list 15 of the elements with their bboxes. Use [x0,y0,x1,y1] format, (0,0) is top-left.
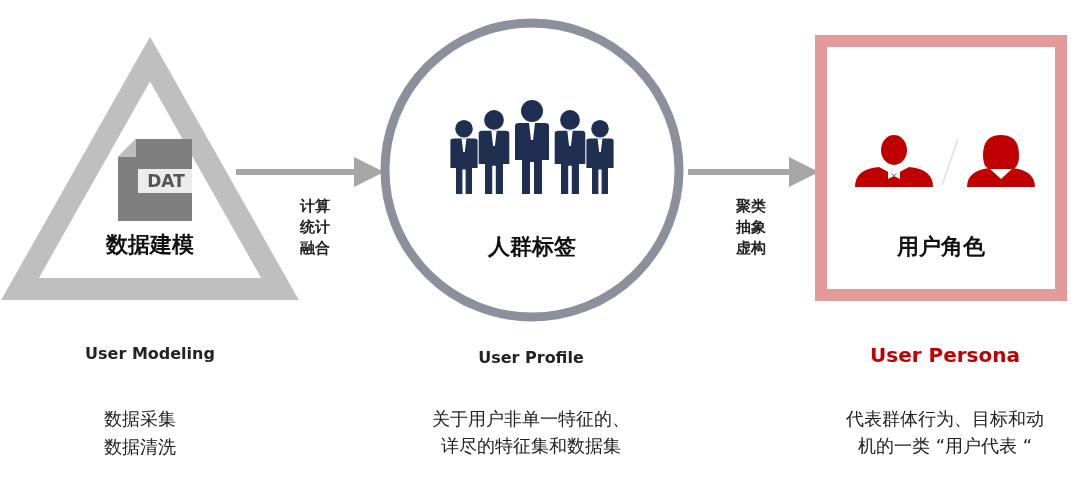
node-title: 用户角色 [897,233,985,261]
english-subtitle: User Profile [478,347,584,369]
edge-label: 聚类抽象虚构 [736,196,766,259]
node-title: 人群标签 [488,233,576,261]
description-text: 数据采集 [104,407,176,431]
english-subtitle: User Persona [870,342,1020,369]
description-text: 数据清洗 [104,435,176,459]
english-subtitle: User Modeling [85,343,215,365]
edge-label: 计算统计融合 [300,196,330,259]
square-node [815,35,1067,301]
file-type-text: DAT [146,171,186,191]
description-text: 代表群体行为、目标和动机的一类 “用户代表 “ [846,407,1044,458]
node-title: 数据建模 [106,231,194,259]
circle-node [380,18,684,322]
description-text: 关于用户非单一特征的、详尽的特征集和数据集 [432,407,630,458]
